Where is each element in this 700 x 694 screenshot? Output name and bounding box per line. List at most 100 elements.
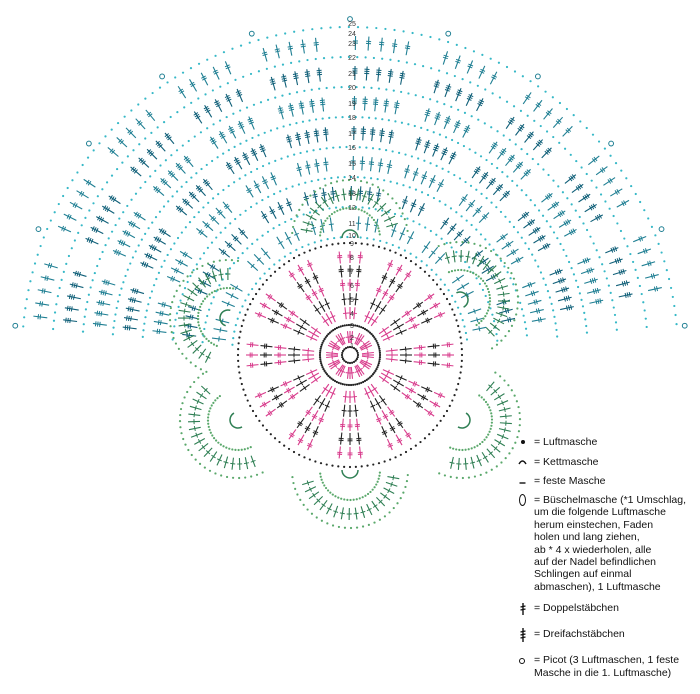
center-treble-bar	[263, 303, 267, 309]
treble-stitch-bar	[530, 219, 535, 224]
center-treble-bar	[257, 311, 261, 317]
chain-stitch	[114, 313, 117, 316]
treble-stitch-bar	[96, 321, 99, 327]
lobe-treble-bar	[199, 393, 204, 398]
center-chain	[318, 353, 322, 357]
single-crochet-icon	[512, 475, 534, 488]
chain-stitch	[464, 331, 468, 335]
center-treble-bar	[322, 387, 328, 391]
center-chain	[269, 274, 272, 277]
treble-stitch-bar	[535, 142, 541, 147]
chain-stitch	[496, 339, 499, 342]
chain-stitch	[183, 286, 187, 290]
chain-stitch	[439, 278, 442, 281]
lobe-treble-bar	[387, 488, 391, 494]
center-chain	[237, 342, 240, 345]
treble-stitch-bar	[288, 106, 294, 109]
center-treble-bar	[257, 393, 261, 399]
center-treble-bar	[420, 344, 423, 351]
treble-stitch-bar	[376, 69, 382, 72]
treble-stitch-bar	[541, 234, 545, 240]
center-chain	[373, 336, 376, 339]
treble-stitch-bar	[616, 188, 620, 194]
chain-stitch	[447, 289, 450, 292]
chain-stitch	[574, 279, 578, 282]
center-treble-bar	[319, 304, 325, 309]
center-chain	[349, 323, 353, 327]
chain-stitch	[352, 145, 355, 149]
treble-stitch-bar	[456, 91, 462, 95]
treble-stitch-bar	[212, 69, 218, 73]
lobe-chain	[405, 479, 409, 483]
treble-stitch-bar	[96, 310, 99, 316]
center-chain	[348, 361, 352, 365]
legend-label: = Picot (3 Luftmaschen, 1 feste Masche i…	[534, 654, 680, 679]
treble-stitch-bar	[262, 181, 268, 185]
chain-stitch	[195, 263, 198, 266]
treble-stitch-bar	[239, 229, 244, 234]
chain-stitch	[443, 283, 446, 286]
treble-stitch-bar	[314, 134, 320, 137]
center-treble-bar	[356, 439, 362, 442]
treble-stitch-bar	[456, 276, 460, 282]
treble-stitch-bar	[387, 163, 393, 166]
treble-stitch-bar	[205, 109, 211, 113]
lobe-chain	[214, 472, 217, 475]
treble-stitch-bar	[379, 41, 385, 44]
chain-stitch	[432, 196, 436, 200]
chain-stitch	[242, 75, 245, 78]
treble-stitch-bar	[466, 97, 472, 101]
center-treble-bar	[362, 363, 367, 368]
chain-stitch	[570, 203, 573, 206]
lobe-treble-bar	[341, 193, 347, 196]
chain-stitch	[523, 321, 527, 324]
chain-stitch	[302, 29, 305, 32]
chain-stitch	[537, 265, 540, 268]
center-chain	[356, 383, 359, 386]
chain-stitch	[446, 40, 450, 44]
chain-stitch	[139, 186, 142, 189]
chain-stitch	[67, 254, 71, 258]
treble-stitch-bar	[621, 281, 625, 287]
center-chain	[354, 242, 357, 245]
chain-stitch	[257, 70, 261, 73]
lobe-chain	[515, 313, 518, 316]
center-treble-bar	[324, 302, 330, 306]
lobe-chain	[449, 241, 452, 244]
chain-stitch	[189, 67, 193, 70]
chain-stitch	[378, 148, 381, 151]
center-chain	[283, 444, 286, 447]
lobe-chain	[487, 290, 490, 294]
center-treble-bar	[354, 282, 361, 285]
chain-stitch	[338, 26, 341, 29]
chain-stitch	[475, 277, 478, 280]
picot-icon	[512, 654, 534, 667]
treble-stitch-bar	[400, 72, 406, 75]
lobe-fan	[219, 309, 231, 327]
center-chain	[383, 247, 386, 250]
treble-stitch-bar	[588, 268, 591, 274]
treble-stitch-bar	[102, 300, 105, 307]
chain-stitch	[284, 220, 287, 224]
center-chain	[428, 274, 431, 277]
lobe-chain	[201, 264, 204, 268]
lobe-treble-bar	[497, 394, 502, 400]
lobe-treble-bar	[361, 195, 367, 198]
center-rosette	[236, 241, 464, 469]
lobe-chain	[369, 490, 372, 494]
lobe-treble-bar	[484, 263, 490, 267]
center-chain	[346, 346, 350, 349]
treble-stitch-bar	[320, 103, 326, 106]
treble-stitch-bar	[501, 148, 507, 153]
treble-stitch-bar	[165, 134, 171, 139]
center-treble-bar	[396, 324, 401, 330]
center-treble-bar	[267, 411, 272, 416]
center-chain	[331, 464, 334, 467]
center-treble-bar	[396, 438, 402, 442]
treble-stitch-bar	[507, 158, 513, 163]
lobe-chain	[342, 207, 345, 210]
chain-stitch	[52, 319, 56, 322]
center-treble-bar	[391, 348, 393, 354]
treble-stitch-bar	[507, 121, 513, 125]
treble-stitch-bar	[193, 306, 196, 312]
